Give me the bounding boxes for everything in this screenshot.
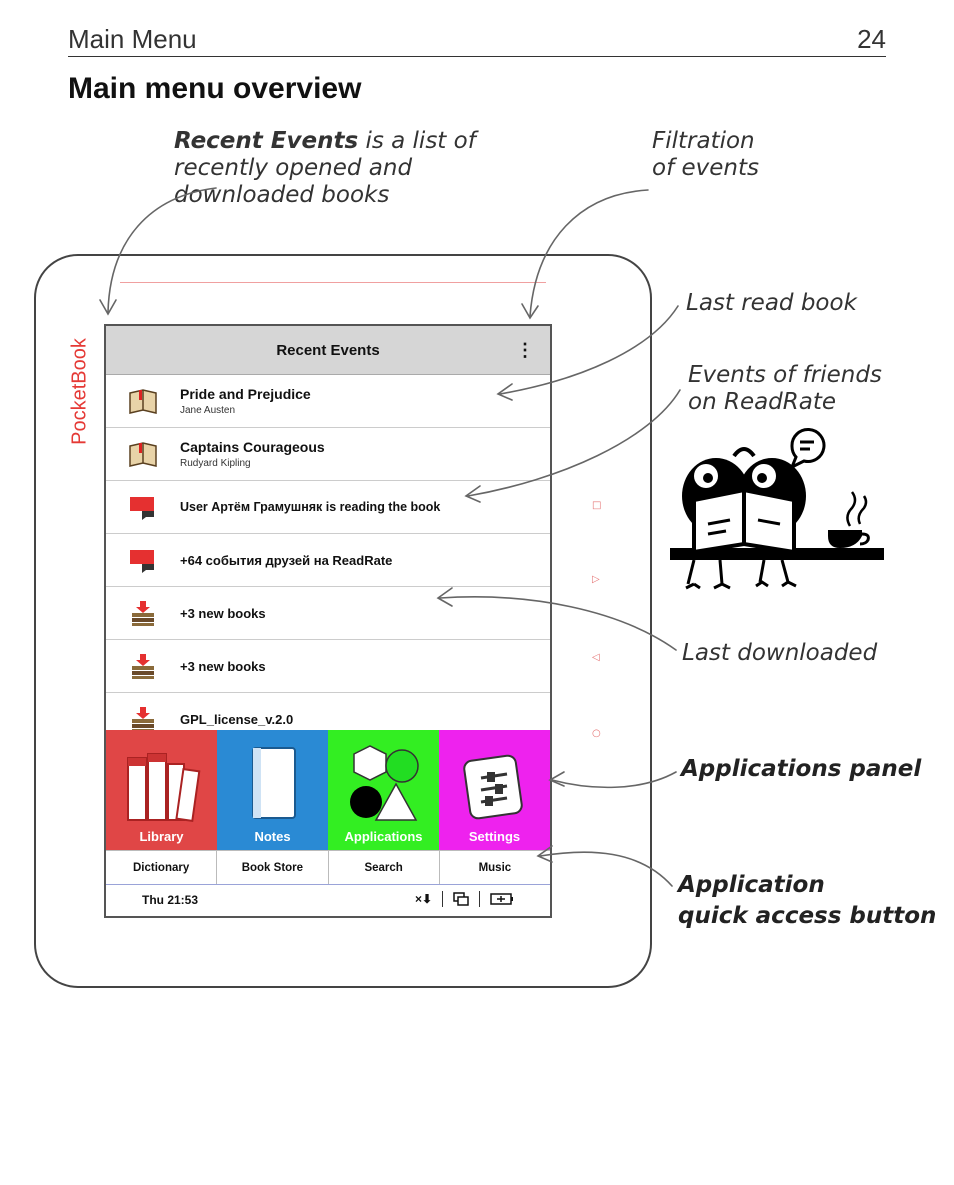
event-title: GPL_license_v.2.0 bbox=[180, 711, 294, 727]
event-title: Captains Courageous bbox=[180, 439, 325, 455]
callout-last-read: Last read book bbox=[686, 290, 857, 316]
quick-access-button[interactable]: Book Store bbox=[217, 851, 329, 885]
readers-illustration-icon bbox=[670, 428, 884, 590]
settings-icon bbox=[463, 754, 523, 820]
sync-status-icon[interactable]: ×⬇ bbox=[414, 892, 432, 906]
side-button-forward-icon[interactable]: ▷ bbox=[592, 574, 600, 585]
app-label: Notes bbox=[254, 829, 291, 844]
filter-menu-icon[interactable]: ⋮ bbox=[516, 340, 534, 360]
callout-recent-events-text: is a list of recently opened and downloa… bbox=[174, 128, 476, 208]
app-label: Applications bbox=[344, 829, 423, 844]
header-rule bbox=[68, 56, 886, 57]
app-library[interactable]: Library bbox=[106, 730, 217, 850]
page-title: Main menu overview bbox=[68, 72, 362, 105]
arrow-friends bbox=[467, 389, 681, 497]
quick-access-button[interactable]: Search bbox=[329, 851, 440, 885]
quick-access-button[interactable]: Dictionary bbox=[106, 851, 218, 885]
arrow-last-read bbox=[499, 305, 679, 395]
quick-access-button[interactable]: Music bbox=[478, 862, 512, 874]
arrow-quick-access bbox=[539, 851, 673, 887]
app-label: Settings bbox=[468, 829, 521, 844]
download-icon bbox=[132, 601, 154, 626]
callout-apps-panel: Applications panel bbox=[681, 756, 922, 782]
event-row-download[interactable]: +3 new books bbox=[106, 640, 550, 693]
shapes-icon bbox=[350, 745, 419, 821]
arrow-last-downloaded bbox=[439, 596, 677, 651]
battery-icon bbox=[490, 893, 513, 905]
event-subtitle: Rudyard Kipling bbox=[180, 458, 251, 469]
speech-bubble-icon bbox=[789, 428, 826, 471]
page-number: 24 bbox=[857, 24, 886, 54]
event-title: Pride and Prejudice bbox=[180, 386, 311, 402]
side-button-square-icon[interactable]: □ bbox=[592, 500, 602, 511]
arrow-filtration bbox=[529, 189, 649, 317]
book-icon bbox=[129, 389, 157, 414]
app-notes[interactable]: Notes bbox=[217, 730, 328, 850]
event-title: +3 new books bbox=[180, 658, 266, 674]
arrow-apps-panel bbox=[551, 771, 677, 789]
event-row-friends-summary[interactable]: +64 события друзей на ReadRate bbox=[106, 534, 550, 587]
applications-panel: Library Notes Applications Settings bbox=[106, 730, 550, 850]
event-row-download[interactable]: +3 new books bbox=[106, 587, 550, 640]
readrate-icon bbox=[130, 497, 154, 520]
book-icon bbox=[129, 442, 157, 467]
callout-recent-events-bold: Recent Events bbox=[174, 128, 359, 154]
app-settings[interactable]: Settings bbox=[439, 730, 550, 850]
side-button-back-icon[interactable]: ◁ bbox=[592, 652, 600, 663]
screen-title: Recent Events bbox=[276, 341, 380, 359]
event-title: User Артём Грамушняк is reading the book bbox=[180, 500, 441, 514]
event-row-friend[interactable]: User Артём Грамушняк is reading the book bbox=[106, 481, 550, 534]
app-applications[interactable]: Applications bbox=[328, 730, 439, 850]
readrate-icon bbox=[130, 550, 154, 573]
device-top-accent bbox=[120, 282, 546, 283]
library-icon bbox=[127, 753, 201, 822]
download-icon bbox=[132, 654, 154, 679]
notes-icon bbox=[252, 747, 296, 819]
arrow-recent-events bbox=[107, 187, 217, 313]
screen-title-bar: Recent Events ⋮ bbox=[106, 326, 550, 375]
side-button-home-icon[interactable]: ○ bbox=[592, 728, 601, 739]
callout-recent-events: Recent Events is a list of recently open… bbox=[174, 128, 554, 209]
status-clock: Thu 21:53 bbox=[142, 893, 199, 907]
event-subtitle: Jane Austen bbox=[180, 405, 236, 416]
quick-access-bar: Dictionary Book Store Search Music bbox=[106, 850, 550, 885]
status-bar: Thu 21:53 ×⬇ bbox=[106, 884, 550, 916]
tasks-icon[interactable] bbox=[453, 892, 469, 906]
app-label: Library bbox=[139, 829, 184, 844]
callout-last-downloaded: Last downloaded bbox=[682, 640, 878, 666]
event-title: +3 new books bbox=[180, 605, 266, 621]
event-title: +64 события друзей на ReadRate bbox=[180, 552, 393, 568]
running-header-section: Main Menu bbox=[68, 24, 197, 54]
